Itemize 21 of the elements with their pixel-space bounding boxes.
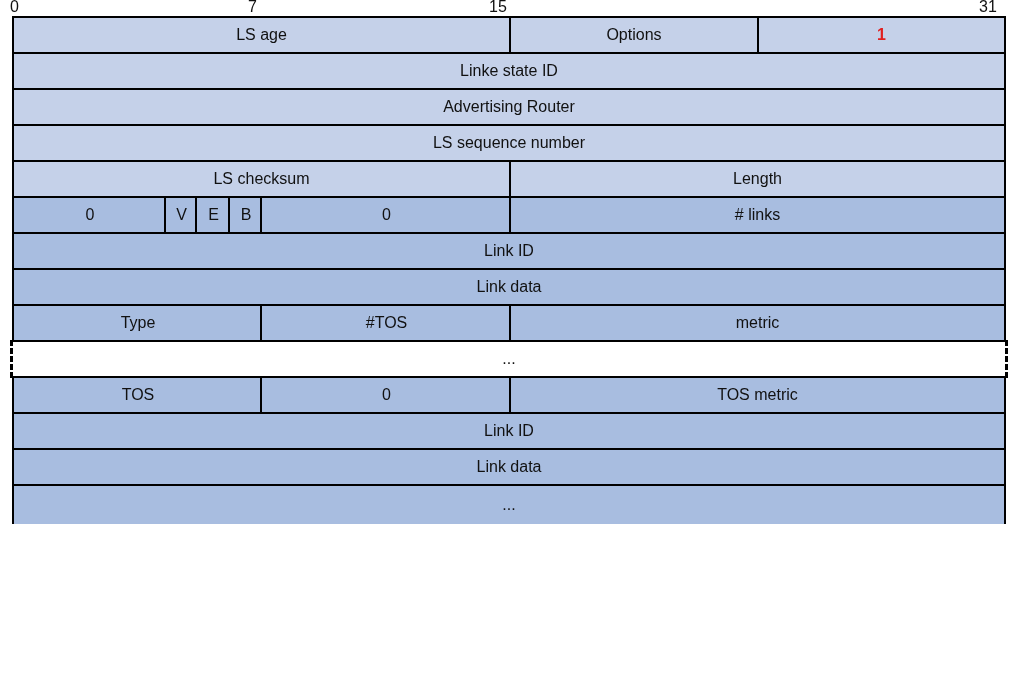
field-box: Link data [12,448,1006,486]
field-box: # links [509,196,1006,234]
field-box: ... [10,340,1008,378]
field-box: Linke state ID [12,52,1006,90]
field-box: Length [509,160,1006,198]
bit-number: 7 [248,0,257,16]
field-box: LS age [12,16,511,54]
field-box: LS checksum [12,160,511,198]
field-box: Link data [12,268,1006,306]
field-box: Advertising Router [12,88,1006,126]
field-box: 1 [757,16,1006,54]
field-box: ... [12,484,1006,524]
field-box: Link ID [12,412,1006,450]
field-box: metric [509,304,1006,342]
bit-number: 31 [979,0,997,16]
bit-number: 0 [10,0,19,16]
field-box: LS sequence number [12,124,1006,162]
bit-number: 15 [489,0,507,16]
field-box: Options [509,16,759,54]
field-box: TOS metric [509,376,1006,414]
field-box: Link ID [12,232,1006,270]
